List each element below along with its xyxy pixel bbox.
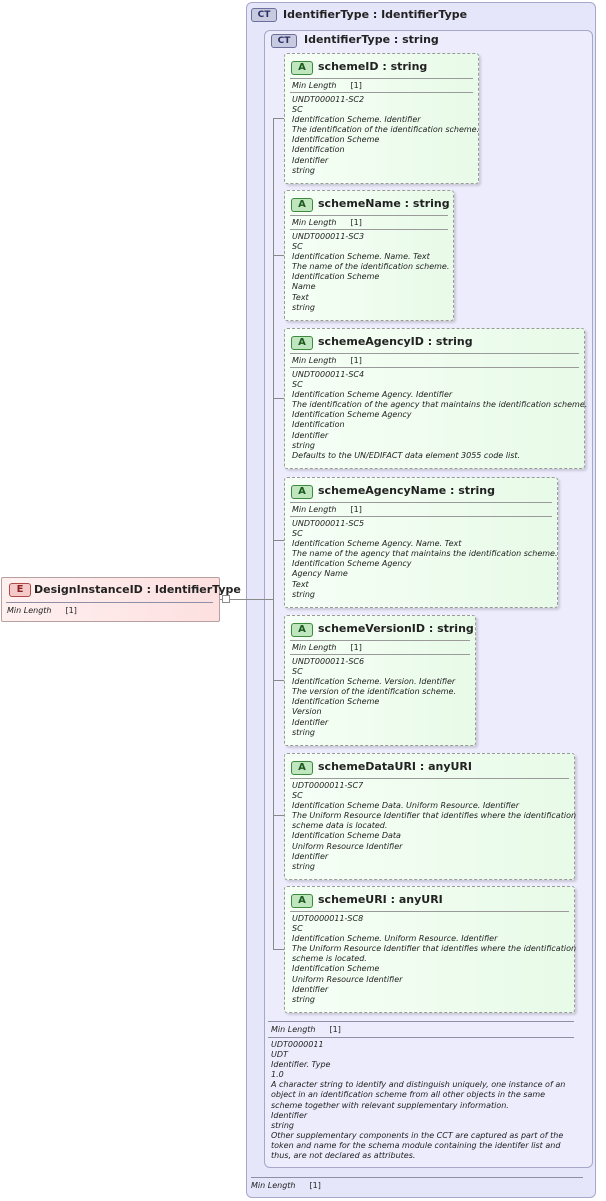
attribute-schemeDataURI: A schemeDataURI : anyURI UDT0000011-SC7 … bbox=[284, 753, 577, 880]
connector-schemeName bbox=[273, 255, 284, 256]
attribute-documentation: UNDT000011-SC5 SC Identification Scheme … bbox=[292, 519, 558, 599]
element-badge-icon: E bbox=[9, 583, 31, 597]
inner-type-title: IdentifierType : string bbox=[304, 33, 439, 46]
attribute-badge-icon: A bbox=[291, 761, 313, 775]
connector-element-stub bbox=[220, 599, 223, 600]
attribute-badge-icon: A bbox=[291, 485, 313, 499]
attribute-schemeName: A schemeName : string Min Length[1] UNDT… bbox=[284, 190, 454, 321]
connector-schemeDataURI bbox=[273, 815, 284, 816]
attribute-schemeAgencyID: A schemeAgencyID : string Min Length[1] … bbox=[284, 328, 588, 469]
attribute-documentation: UDT0000011-SC7 SC Identification Scheme … bbox=[292, 781, 577, 871]
attribute-badge-icon: A bbox=[291, 61, 313, 75]
attribute-schemeVersionID: A schemeVersionID : string Min Length[1]… bbox=[284, 615, 476, 746]
connector-schemeAgencyID bbox=[273, 398, 284, 399]
inner-footer-separator bbox=[268, 1021, 574, 1022]
outer-type-title: IdentifierType : IdentifierType bbox=[283, 8, 468, 21]
complex-type-badge-icon: CT bbox=[271, 34, 297, 48]
inner-footer-documentation: UDT0000011 UDT Identifier. Type 1.0 A ch… bbox=[271, 1040, 566, 1161]
outer-footer-separator bbox=[251, 1177, 583, 1178]
attribute-min-length: Min Length[1] bbox=[292, 505, 362, 514]
attribute-title: schemeID : string bbox=[318, 60, 428, 73]
attribute-title: schemeAgencyID : string bbox=[318, 335, 473, 348]
attribute-schemeURI: A schemeURI : anyURI UDT0000011-SC8 SC I… bbox=[284, 886, 577, 1013]
attribute-min-length: Min Length[1] bbox=[292, 356, 362, 365]
attribute-badge-icon: A bbox=[291, 336, 313, 350]
attribute-schemeID: A schemeID : string Min Length[1] UNDT00… bbox=[284, 53, 479, 184]
attribute-title: schemeAgencyName : string bbox=[318, 484, 495, 497]
attribute-min-length: Min Length[1] bbox=[292, 81, 362, 90]
inner-footer-separator-2 bbox=[268, 1037, 574, 1038]
attribute-documentation: UNDT000011-SC3 SC Identification Scheme.… bbox=[292, 232, 450, 312]
sequence-compositor-icon bbox=[222, 595, 230, 603]
outer-min-length: Min Length[1] bbox=[251, 1181, 321, 1190]
element-DesignInstanceID: E DesignInstanceID : IdentifierType Min … bbox=[1, 577, 241, 622]
connector-schemeVersionID bbox=[273, 680, 284, 681]
complex-type-badge-icon: CT bbox=[251, 8, 277, 22]
attribute-schemeAgencyName: A schemeAgencyName : string Min Length[1… bbox=[284, 477, 558, 608]
attribute-title: schemeName : string bbox=[318, 197, 450, 210]
connector-schemeID bbox=[273, 118, 284, 119]
element-title: DesignInstanceID : IdentifierType bbox=[34, 583, 241, 596]
attribute-title: schemeVersionID : string bbox=[318, 622, 474, 635]
inner-min-length: Min Length[1] bbox=[271, 1025, 341, 1034]
attribute-badge-icon: A bbox=[291, 623, 313, 637]
sequence-connector-vertical bbox=[273, 118, 274, 949]
attribute-badge-icon: A bbox=[291, 198, 313, 212]
attribute-title: schemeDataURI : anyURI bbox=[318, 760, 472, 773]
attribute-documentation: UNDT000011-SC4 SC Identification Scheme … bbox=[292, 370, 588, 460]
attribute-documentation: UNDT000011-SC6 SC Identification Scheme.… bbox=[292, 657, 456, 737]
connector-schemeURI bbox=[273, 949, 284, 950]
connector-element-to-type bbox=[230, 599, 273, 600]
attribute-documentation: UDT0000011-SC8 SC Identification Scheme.… bbox=[292, 914, 577, 1004]
attribute-badge-icon: A bbox=[291, 894, 313, 908]
element-min-length: Min Length[1] bbox=[7, 606, 77, 615]
attribute-min-length: Min Length[1] bbox=[292, 643, 362, 652]
attribute-min-length: Min Length[1] bbox=[292, 218, 362, 227]
connector-schemeAgencyName bbox=[273, 540, 284, 541]
attribute-documentation: UNDT000011-SC2 SC Identification Scheme.… bbox=[292, 95, 480, 175]
attribute-title: schemeURI : anyURI bbox=[318, 893, 443, 906]
